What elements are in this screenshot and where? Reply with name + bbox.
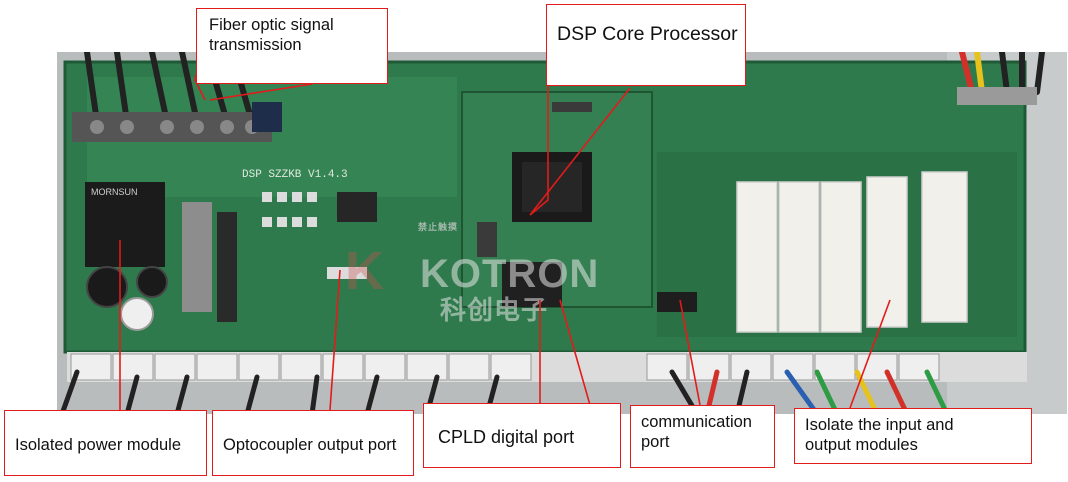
label-comm-line2: port (641, 433, 670, 451)
watermark-brand: KOTRON (420, 252, 600, 296)
label-fiber-optic: Fiber optic signal transmission (196, 8, 388, 84)
module-brand-text: MORNSUN (91, 187, 138, 197)
label-fiber-line2: transmission (209, 36, 302, 54)
watermark-cn: 科创电子 (440, 295, 549, 325)
label-comm-line1: communication (641, 413, 752, 431)
label-dsp-core: DSP Core Processor (546, 4, 746, 86)
watermark-logo: K (345, 241, 385, 301)
label-fiber-line1: Fiber optic signal (209, 16, 334, 34)
circuit-board-photo: DSP SZZKB V1.4.3 MORNSUN (57, 52, 1067, 414)
label-isolated-power: Isolated power module (4, 410, 207, 476)
label-cpld: CPLD digital port (423, 403, 621, 468)
label-communication: communication port (630, 405, 775, 468)
label-isolate-line1: Isolate the input and (805, 416, 954, 434)
label-isolate-line2: output modules (805, 436, 918, 454)
label-isolate-io: Isolate the input and output modules (794, 408, 1032, 464)
label-optocoupler: Optocoupler output port (212, 410, 414, 476)
watermark-seal: 禁止触摸 (418, 222, 459, 232)
silkscreen-text: DSP SZZKB V1.4.3 (242, 169, 348, 181)
